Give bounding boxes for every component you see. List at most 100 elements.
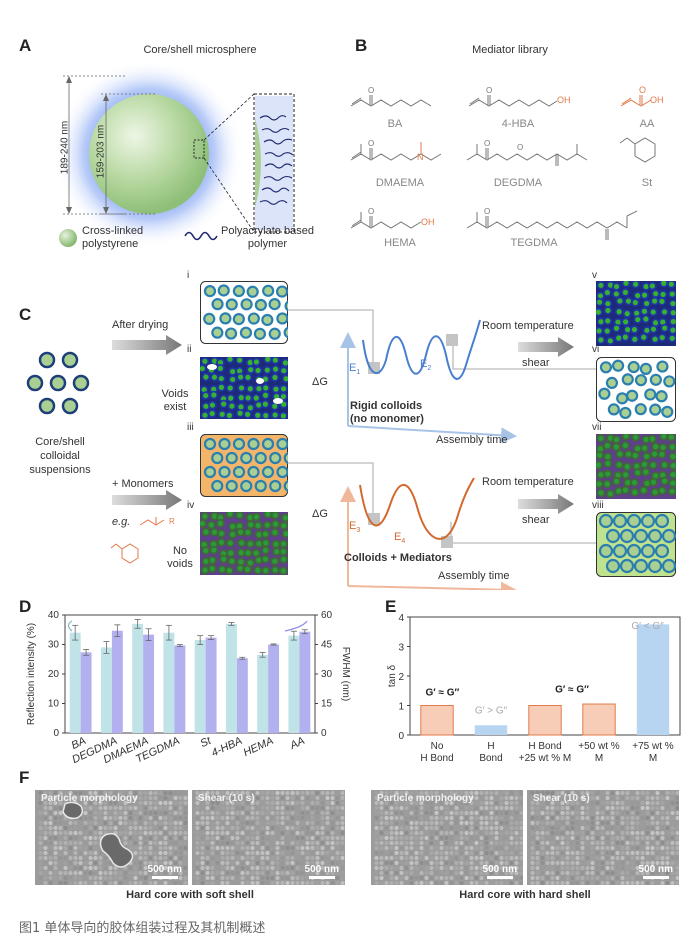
sem-grain	[133, 846, 138, 850]
sem-grain	[469, 841, 474, 845]
sim-particle-core	[644, 480, 650, 486]
sem-grain	[168, 871, 173, 875]
sem-grain	[394, 836, 399, 840]
sem-grain	[240, 806, 245, 810]
panel-e-letter: E	[385, 597, 397, 616]
sem-grain	[494, 801, 499, 805]
sem-grain	[530, 791, 535, 795]
sem-grain	[143, 861, 148, 865]
sem-grain	[665, 811, 670, 815]
sem-grain	[555, 831, 560, 835]
sim-particle-core	[227, 540, 233, 546]
sem-label: Particle morphology	[377, 793, 474, 804]
sem-grain	[424, 816, 429, 820]
sem-grain	[195, 871, 200, 875]
sem-grain	[108, 816, 113, 820]
sem-grain	[530, 876, 535, 880]
sem-grain	[389, 821, 394, 825]
sem-grain	[640, 881, 645, 885]
sem-grain	[555, 866, 560, 870]
sem-grain	[78, 796, 83, 800]
sem-grain	[630, 811, 635, 815]
sem-grain	[635, 801, 640, 805]
sem-grain	[183, 871, 188, 875]
sem-grain	[53, 871, 58, 875]
sem-grain	[519, 866, 523, 870]
sem-label: Particle morphology	[41, 793, 138, 804]
sem-grain	[560, 831, 565, 835]
sem-grain	[73, 836, 78, 840]
sem-grain	[660, 826, 665, 830]
sem-grain	[178, 866, 183, 870]
sem-grain	[615, 881, 620, 885]
sem-grain	[540, 816, 545, 820]
sem-grain	[530, 841, 535, 845]
sem-grain	[38, 831, 43, 835]
sem-grain	[78, 866, 83, 870]
sem-grain	[469, 876, 474, 880]
sem-grain	[600, 806, 605, 810]
sem-grain	[660, 846, 665, 850]
colloid-particle	[598, 543, 614, 559]
colloid-particle	[616, 392, 629, 405]
sem-grain	[379, 846, 384, 850]
sem-grain	[585, 846, 590, 850]
sem-grain	[464, 811, 469, 815]
bar	[143, 634, 155, 733]
sem-grain	[389, 816, 394, 820]
sem-grain	[494, 826, 499, 830]
sem-grain	[220, 876, 225, 880]
sem-grain	[484, 826, 489, 830]
sem-grain	[575, 821, 580, 825]
sem-grain	[280, 856, 285, 860]
sem-grain	[434, 811, 439, 815]
sem-grain	[550, 791, 555, 795]
sem-grain	[250, 851, 255, 855]
sim-particle-core	[641, 292, 648, 298]
sem-grain	[300, 846, 305, 850]
sem-grain	[240, 831, 245, 835]
sem-grain	[565, 811, 570, 815]
sem-grain	[123, 816, 128, 820]
sem-grain	[225, 831, 230, 835]
sem-grain	[98, 866, 103, 870]
sim-particle-core	[669, 291, 675, 297]
sem-grain	[138, 791, 143, 795]
sem-grain	[560, 821, 565, 825]
sem-grain	[310, 816, 315, 820]
sem-grain	[514, 836, 519, 840]
sem-grain	[484, 796, 489, 800]
y2-tick-label: 45	[321, 640, 333, 651]
sem-grain	[205, 836, 210, 840]
sem-grain	[230, 816, 235, 820]
sem-grain	[128, 836, 133, 840]
sem-grain	[225, 796, 230, 800]
sem-grain	[230, 821, 235, 825]
sem-grain	[260, 881, 265, 885]
sem-grain	[270, 841, 275, 845]
sem-grain	[444, 866, 449, 870]
sem-grain	[509, 851, 514, 855]
sem-grain	[610, 791, 615, 795]
sem-grain	[280, 836, 285, 840]
sem-grain	[374, 861, 379, 865]
sem-grain	[389, 806, 394, 810]
sem-grain	[153, 801, 158, 805]
sem-grain	[424, 876, 429, 880]
sem-grain	[469, 846, 474, 850]
sem-grain	[545, 791, 550, 795]
sem-grain	[320, 841, 325, 845]
sem-grain	[93, 811, 98, 815]
sem-grain	[240, 821, 245, 825]
sem-grain	[575, 866, 580, 870]
sem-grain	[128, 801, 133, 805]
sem-grain	[399, 796, 404, 800]
sem-grain	[655, 881, 660, 885]
sem-grain	[183, 866, 188, 870]
sem-grain	[494, 856, 499, 860]
sem-grain	[384, 866, 389, 870]
sem-grain	[610, 866, 615, 870]
sem-grain	[58, 816, 63, 820]
sem-grain	[635, 831, 640, 835]
sem-grain	[459, 866, 464, 870]
